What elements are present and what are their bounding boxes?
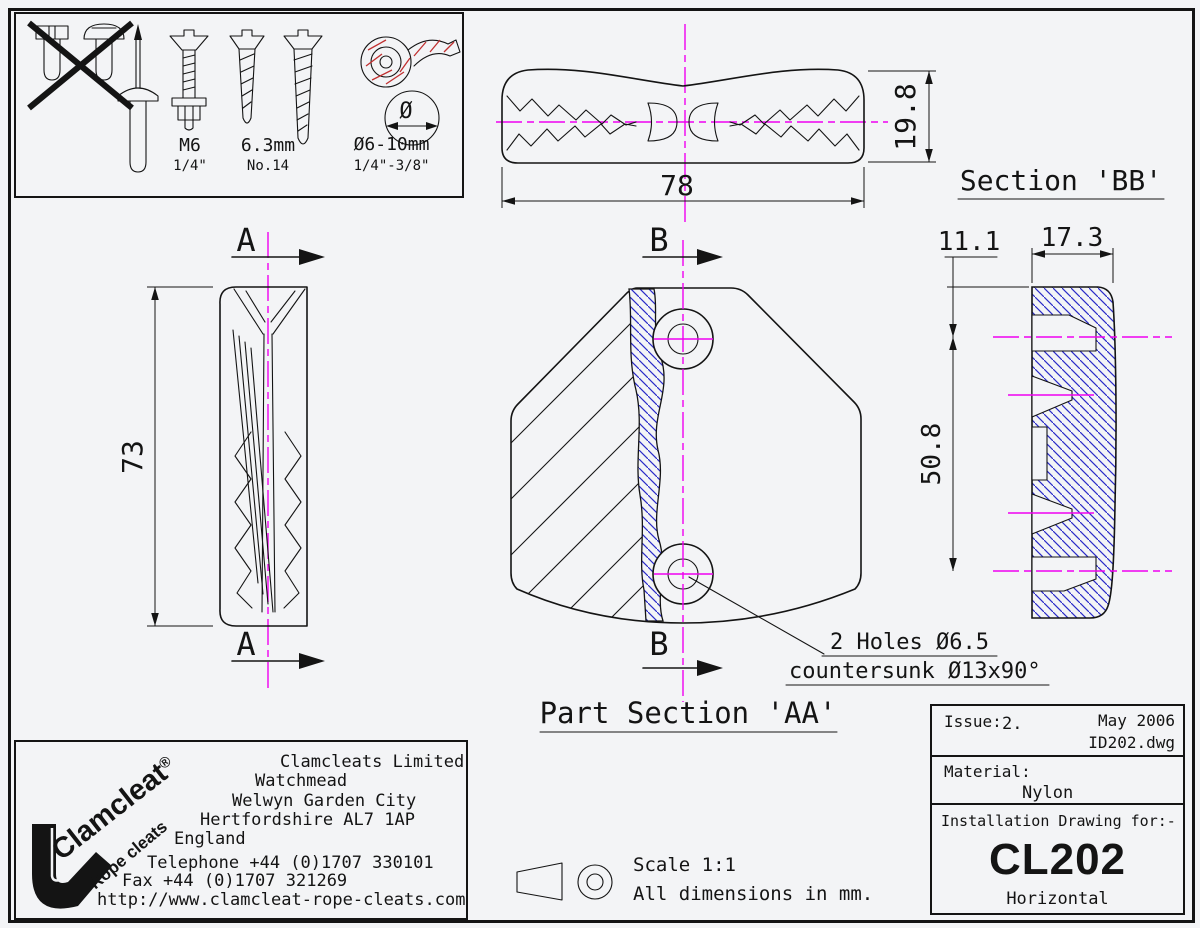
title-block: Issue: 2. May 2006 ID202.dwg Material: N…: [930, 704, 1185, 915]
section-bb-view: Section 'BB' 17.3 11.1 50.8: [917, 164, 1172, 618]
issue-date: May 2006: [1097, 711, 1175, 730]
fastener-options-box: Ø M6 1/4" 6.3mm No.14 Ø6-10mm 1/4"-3/8": [14, 12, 464, 198]
company-name: Clamcleats Limited: [280, 752, 465, 772]
part-variant: Horizontal: [1006, 889, 1109, 909]
company-addr1: Watchmead: [255, 771, 348, 791]
holes-note-line2: countersunk Ø13x90°: [789, 659, 1041, 684]
company-addr2: Welwyn Garden City: [232, 791, 417, 811]
issue-value: 2.: [1002, 714, 1023, 734]
part-section-aa-view: B B 2 Holes Ø6.5 countersunk Ø13x90° Par…: [508, 221, 1049, 732]
machine-screw-alt-label: 1/4": [173, 158, 207, 174]
wood-screw-size-label: 6.3mm: [240, 135, 296, 156]
wood-screw-icon: [228, 30, 324, 154]
no-bolts-icon: [28, 22, 134, 116]
top-width-dim: 78: [660, 169, 694, 202]
bb-width-dim: 17.3: [1041, 223, 1104, 253]
company-addr3: Hertfordshire AL7 1AP: [200, 810, 415, 830]
holes-note-line1: 2 Holes Ø6.5: [830, 630, 989, 655]
projection-symbol: [517, 863, 612, 900]
section-a-bottom-label: A: [236, 625, 255, 663]
installation-drawing-label: Installation Drawing for:-: [941, 812, 1176, 830]
bb-hole-spacing-dim: 50.8: [917, 423, 947, 486]
top-thickness-dim: 19.8: [889, 83, 922, 150]
section-b-bottom-label: B: [649, 625, 668, 663]
rope-size-label: Ø6-10mm: [353, 134, 430, 155]
company-fax: Fax +44 (0)1707 321269: [122, 871, 348, 891]
material-label: Material:: [944, 762, 1031, 781]
rope-alt-label: 1/4"-3/8": [353, 158, 430, 174]
scale-note: Scale 1:1: [633, 854, 736, 876]
clamcleat-hook-logo: [32, 824, 112, 909]
rope-strand-hatch: [366, 40, 454, 84]
rivet-icon: [116, 24, 162, 182]
section-a-top-label: A: [236, 221, 255, 259]
title-block-part-row: Installation Drawing for:- CL202 Horizon…: [932, 803, 1183, 915]
drawing-file-name: ID202.dwg: [1088, 733, 1175, 752]
top-view: 78 19.8: [496, 24, 936, 226]
company-telephone: Telephone +44 (0)1707 330101: [147, 853, 434, 873]
company-box: Clamcleat® Rope cleats Clamcleats Limite…: [14, 740, 468, 920]
material-value: Nylon: [1022, 783, 1074, 803]
bb-section-body: [1032, 287, 1116, 618]
units-note: All dimensions in mm.: [633, 883, 873, 905]
rope-diameter-symbol: Ø: [399, 99, 412, 124]
machine-screw-icon: [168, 30, 214, 142]
part-section-aa-title: Part Section 'AA': [540, 696, 837, 730]
section-b-top-label: B: [649, 221, 668, 259]
part-number: CL202: [988, 835, 1127, 884]
front-length-dim: 73: [116, 440, 149, 474]
wood-screw-alt-label: No.14: [246, 158, 290, 174]
issue-label: Issue:: [944, 712, 1002, 731]
machine-screw-size-label: M6: [179, 135, 201, 156]
sheet-border: [8, 8, 1195, 923]
company-url: http://www.clamcleat-rope-cleats.com: [97, 890, 466, 910]
title-block-material-row: Material: Nylon: [932, 755, 1183, 805]
section-bb-title: Section 'BB': [960, 164, 1162, 197]
company-addr4: England: [174, 829, 246, 849]
title-block-issue-row: Issue: 2. May 2006 ID202.dwg: [932, 706, 1183, 755]
bb-offset-dim: 11.1: [938, 227, 1001, 257]
rope-icon: Ø: [356, 28, 468, 150]
front-view: 73 A A: [116, 221, 325, 690]
